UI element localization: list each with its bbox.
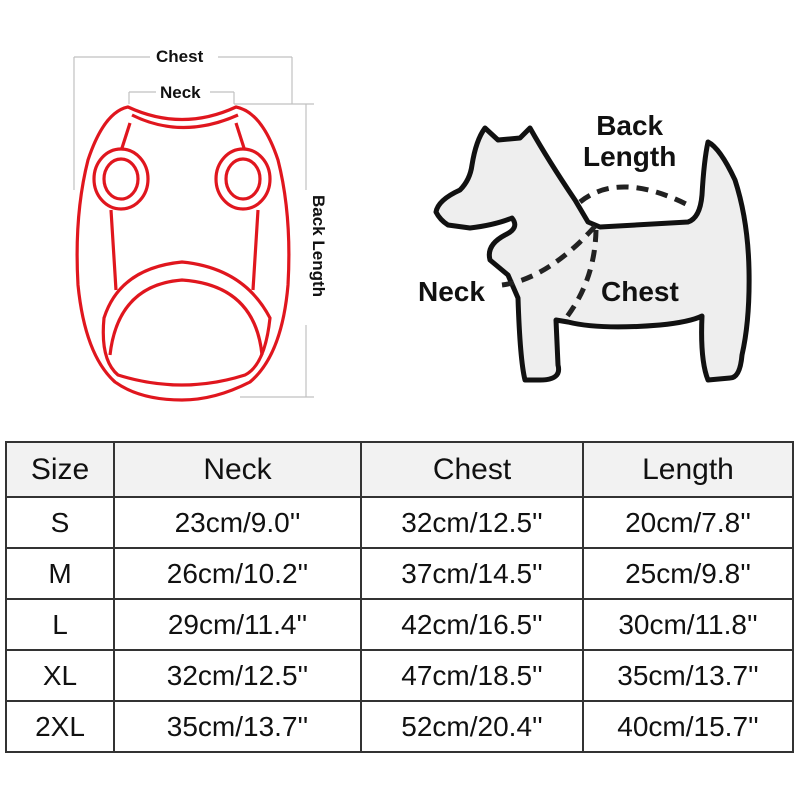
table-row: L 29cm/11.4'' 42cm/16.5'' 30cm/11.8'' (5, 598, 794, 651)
cell-length: 35cm/13.7'' (582, 649, 794, 702)
header-chest: Chest (360, 441, 584, 498)
table-row: M 26cm/10.2'' 37cm/14.5'' 25cm/9.8'' (5, 547, 794, 600)
header-size: Size (5, 441, 115, 498)
cell-neck: 26cm/10.2'' (113, 547, 362, 600)
cell-size: XL (5, 649, 115, 702)
dog-length-label: Length (583, 141, 677, 172)
cell-size: 2XL (5, 700, 115, 753)
header-length: Length (582, 441, 794, 498)
cell-size: S (5, 496, 115, 549)
cell-chest: 42cm/16.5'' (360, 598, 584, 651)
cell-neck: 32cm/12.5'' (113, 649, 362, 702)
cell-size: L (5, 598, 115, 651)
cell-neck: 35cm/13.7'' (113, 700, 362, 753)
table-row: 2XL 35cm/13.7'' 52cm/20.4'' 40cm/15.7'' (5, 700, 794, 753)
cell-chest: 32cm/12.5'' (360, 496, 584, 549)
dog-back-label: Back (596, 110, 664, 141)
size-chart-table: Size Neck Chest Length S 23cm/9.0'' 32cm… (5, 441, 794, 753)
cell-length: 40cm/15.7'' (582, 700, 794, 753)
table-row: XL 32cm/12.5'' 47cm/18.5'' 35cm/13.7'' (5, 649, 794, 702)
header-neck: Neck (113, 441, 362, 498)
vest-neck-label: Neck (160, 83, 201, 102)
vest-chest-label: Chest (156, 47, 204, 66)
dog-icon (433, 125, 752, 383)
dog-back-length-label: Back Length (583, 110, 676, 172)
dog-neck-label: Neck (418, 276, 485, 307)
measurement-diagrams: Chest Neck Back Length Back Length Neck … (73, 47, 752, 402)
diagram-illustrations (73, 56, 752, 402)
cell-length: 20cm/7.8'' (582, 496, 794, 549)
cell-length: 25cm/9.8'' (582, 547, 794, 600)
vest-icon (75, 105, 291, 402)
table-header-row: Size Neck Chest Length (5, 441, 794, 498)
dog-chest-label: Chest (601, 276, 679, 307)
vest-back-length-label: Back Length (309, 195, 328, 298)
vest-guide-lines (73, 56, 314, 398)
cell-chest: 37cm/14.5'' (360, 547, 584, 600)
cell-neck: 29cm/11.4'' (113, 598, 362, 651)
cell-chest: 52cm/20.4'' (360, 700, 584, 753)
table-row: S 23cm/9.0'' 32cm/12.5'' 20cm/7.8'' (5, 496, 794, 549)
cell-chest: 47cm/18.5'' (360, 649, 584, 702)
cell-size: M (5, 547, 115, 600)
cell-neck: 23cm/9.0'' (113, 496, 362, 549)
cell-length: 30cm/11.8'' (582, 598, 794, 651)
